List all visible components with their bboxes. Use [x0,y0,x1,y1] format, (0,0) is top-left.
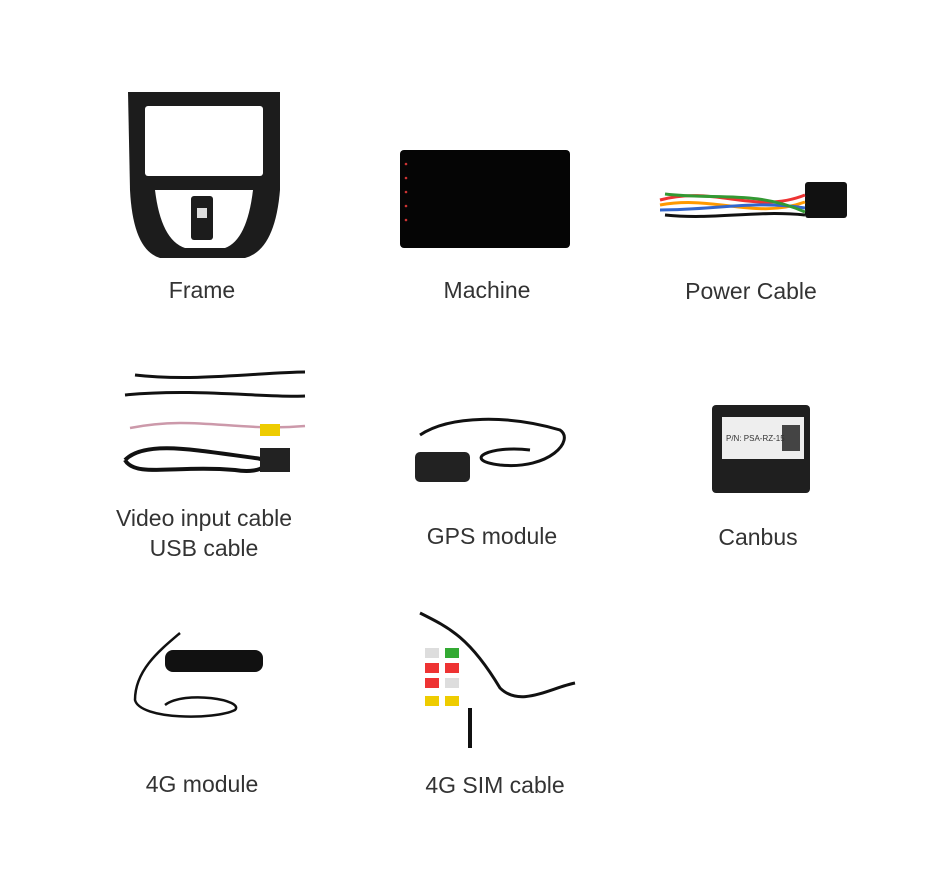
item-label-power-cable: Power Cable [685,278,817,304]
head-unit-screen-icon [400,150,570,248]
usb-cable-text: USB cable [149,535,259,561]
item-label-video-input-cable: Video input cable USB cable [54,503,354,563]
video-input-cable-text: Video input cable [115,505,293,531]
canbus-box-icon: P/N: PSA-RZ-15 [712,405,810,493]
canbus-sticker-text: P/N: PSA-RZ-15 [726,434,785,443]
item-label-gps-module: GPS module [426,523,558,549]
item-label-machine: Machine [443,277,531,303]
video-usb-cables-icon [123,370,306,473]
gps-antenna-icon [415,417,566,482]
item-label-canbus: Canbus [718,524,798,550]
power-harness-icon [659,182,847,218]
item-label-frame: Frame [168,277,236,303]
4g-antenna-icon [133,632,263,718]
dash-frame-icon [128,92,280,258]
rca-sim-cable-icon [419,611,576,748]
item-label-4g-sim-cable: 4G SIM cable [425,772,565,798]
item-label-4g-module: 4G module [145,771,259,797]
